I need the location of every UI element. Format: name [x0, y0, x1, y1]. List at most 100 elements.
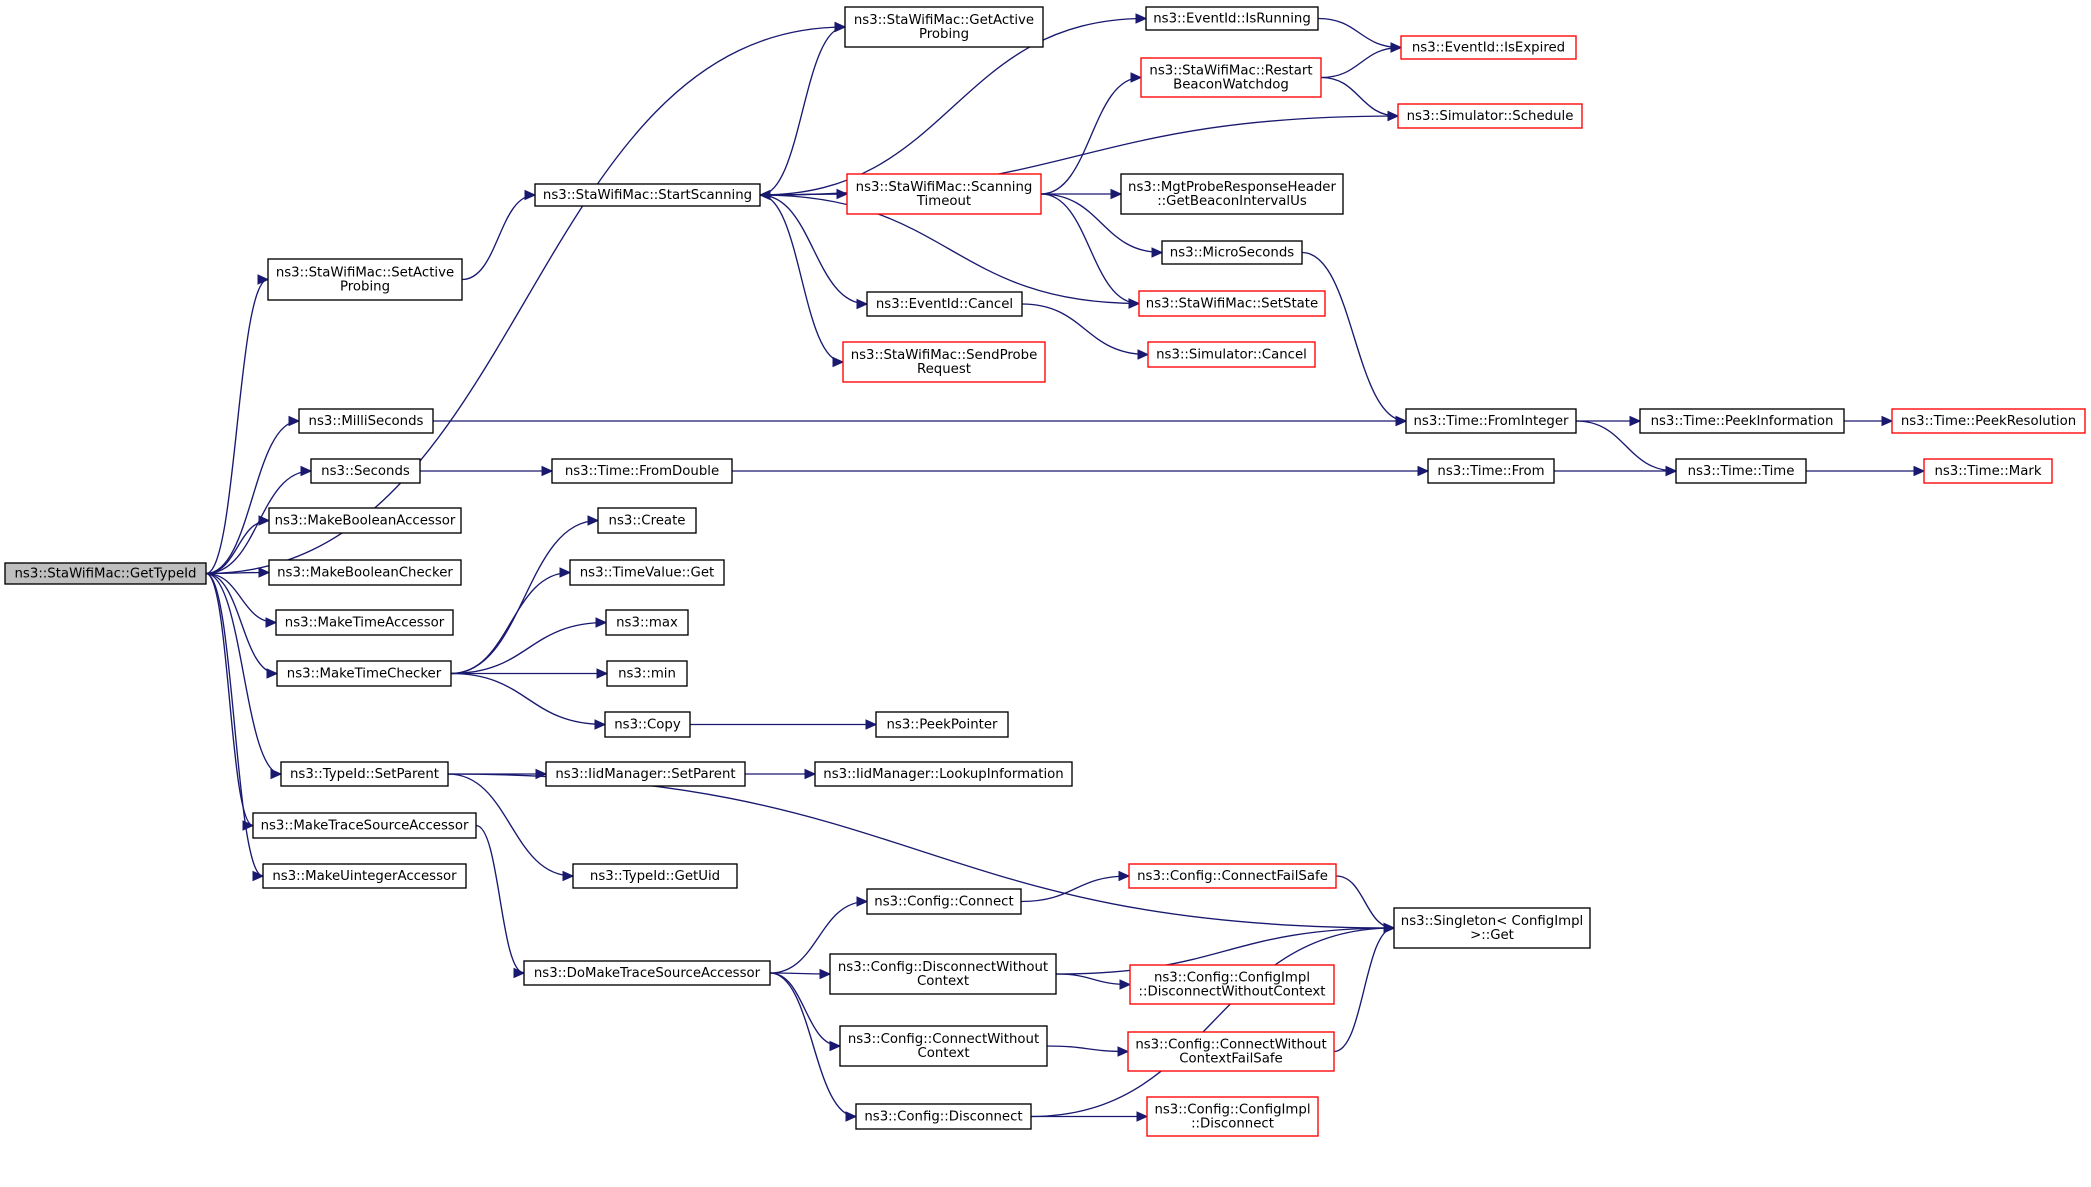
node-label: ns3::StaWifiMac::SetState	[1146, 297, 1318, 312]
edge-cfgConnectWithout-to-cfgConnectWithoutFailSafe	[1046, 1045, 1130, 1057]
edge-line	[759, 26, 846, 196]
edge-cfgDisconnectWithout-to-cfgImplDisconnectWithout	[1055, 973, 1132, 990]
node-iidLookup[interactable]: ns3::IidManager::LookupInformation	[814, 761, 1073, 787]
node-label: ns3::Config::ConnectFailSafe	[1137, 869, 1328, 884]
node-timeFrom[interactable]: ns3::Time::From	[1427, 458, 1555, 484]
node-simCancel[interactable]: ns3::Simulator::Cancel	[1147, 341, 1316, 368]
node-seconds[interactable]: ns3::Seconds	[310, 458, 421, 484]
node-startScanning[interactable]: ns3::StaWifiMac::StartScanning	[534, 183, 761, 207]
node-max[interactable]: ns3::max	[605, 609, 689, 636]
node-cfgDisconnectWithout[interactable]: ns3::Config::DisconnectWithoutContext	[829, 953, 1057, 995]
node-label: ns3::Time::FromDouble	[565, 464, 719, 479]
node-makeBoolAccessor[interactable]: ns3::MakeBooleanAccessor	[268, 507, 462, 534]
node-peekResolution[interactable]: ns3::Time::PeekResolution	[1891, 408, 2086, 434]
node-fromInteger[interactable]: ns3::Time::FromInteger	[1405, 408, 1577, 434]
node-box	[875, 711, 1009, 738]
node-mgtProbe[interactable]: ns3::MgtProbeResponseHeader::GetBeaconIn…	[1120, 173, 1344, 215]
edge-line	[461, 194, 536, 281]
edge-scanningTimeout-to-restartBeacon	[1040, 72, 1143, 195]
arrowhead	[819, 968, 832, 980]
node-label: ns3::PeekPointer	[886, 718, 998, 733]
node-label: ns3::StaWifiMac::Scanning	[856, 180, 1033, 195]
node-label: ns3::DoMakeTraceSourceAccessor	[534, 966, 761, 981]
edge-makeTraceSource-to-doMakeTrace	[475, 824, 526, 979]
node-eventCancel[interactable]: ns3::EventId::Cancel	[866, 291, 1023, 317]
node-fromDouble[interactable]: ns3::Time::FromDouble	[551, 458, 733, 484]
node-box	[276, 660, 452, 687]
node-makeBoolChecker[interactable]: ns3::MakeBooleanChecker	[268, 559, 462, 586]
node-typeIdSetParent[interactable]: ns3::TypeId::SetParent	[280, 761, 449, 787]
node-box	[1405, 408, 1577, 434]
node-min[interactable]: ns3::min	[606, 660, 688, 687]
edge-line	[1030, 927, 1395, 1118]
edge-line	[1020, 875, 1130, 903]
node-eventIsExpired[interactable]: ns3::EventId::IsExpired	[1400, 35, 1577, 60]
node-makeTimeAccessor[interactable]: ns3::MakeTimeAccessor	[275, 609, 454, 636]
arrowhead	[266, 668, 279, 679]
node-box	[839, 1025, 1048, 1067]
node-cfgConnectFailSafe[interactable]: ns3::Config::ConnectFailSafe	[1128, 863, 1337, 889]
node-cfgDisconnect[interactable]: ns3::Config::Disconnect	[855, 1103, 1032, 1130]
edge-line	[759, 17, 1147, 196]
node-cfgImplDisconnectWithout[interactable]: ns3::Config::ConfigImpl::DisconnectWitho…	[1129, 964, 1335, 1005]
node-timeValueGet[interactable]: ns3::TimeValue::Get	[569, 559, 725, 586]
edge-iidSetParent-to-iidLookup	[744, 768, 817, 780]
arrowhead	[1383, 922, 1396, 934]
node-label: ns3::Copy	[614, 718, 681, 733]
node-peekPointer[interactable]: ns3::PeekPointer	[875, 711, 1009, 738]
node-timeMark[interactable]: ns3::Time::Mark	[1923, 458, 2053, 484]
node-label: Probing	[919, 27, 969, 42]
node-makeTimeChecker[interactable]: ns3::MakeTimeChecker	[276, 660, 452, 687]
node-makeTraceSource[interactable]: ns3::MakeTraceSourceAccessor	[252, 812, 477, 839]
node-iidSetParent[interactable]: ns3::IidManager::SetParent	[545, 761, 746, 787]
node-doMakeTrace[interactable]: ns3::DoMakeTraceSourceAccessor	[523, 960, 771, 986]
node-label: ns3::Time::Mark	[1934, 464, 2041, 479]
node-root[interactable]: ns3::StaWifiMac::GetTypeId	[4, 562, 207, 585]
edge-doMakeTrace-to-cfgConnect	[769, 896, 869, 974]
edge-line	[205, 572, 264, 877]
node-singletonGet[interactable]: ns3::Singleton< ConfigImpl >::Get	[1393, 907, 1591, 949]
node-box	[310, 458, 421, 484]
arrowhead	[300, 465, 313, 477]
node-timeTime[interactable]: ns3::Time::Time	[1675, 458, 1807, 484]
edge-doMakeTrace-to-cfgDisconnectWithout	[769, 968, 832, 980]
node-label: ns3::StaWifiMac::SendProbe	[851, 348, 1038, 363]
node-typeIdGetUid[interactable]: ns3::TypeId::GetUid	[572, 863, 738, 889]
node-setState[interactable]: ns3::StaWifiMac::SetState	[1138, 290, 1326, 317]
node-cfgConnectWithoutFailSafe[interactable]: ns3::Config::ConnectWithoutContextFailSa…	[1127, 1031, 1335, 1072]
node-create[interactable]: ns3::Create	[597, 507, 697, 534]
node-eventIsRunning[interactable]: ns3::EventId::IsRunning	[1145, 6, 1319, 31]
arrowhead	[559, 567, 572, 578]
node-cfgConnect[interactable]: ns3::Config::Connect	[866, 888, 1022, 915]
node-box	[1393, 907, 1591, 949]
node-box	[268, 559, 462, 586]
arrowhead	[265, 617, 278, 628]
node-box	[4, 562, 207, 585]
node-label: ns3::StaWifiMac::GetActive	[854, 13, 1034, 28]
edge-line	[205, 572, 254, 827]
node-simSchedule[interactable]: ns3::Simulator::Schedule	[1397, 103, 1583, 129]
node-label: ns3::StaWifiMac::SetActive	[276, 266, 454, 281]
node-box	[866, 888, 1022, 915]
node-label: Context	[917, 1046, 969, 1061]
node-cfgImplDisconnect[interactable]: ns3::Config::ConfigImpl::Disconnect	[1146, 1096, 1319, 1137]
node-microSeconds[interactable]: ns3::MicroSeconds	[1161, 240, 1303, 265]
node-makeUintAccessor[interactable]: ns3::MakeUintegerAccessor	[262, 863, 467, 889]
node-label: ns3::StaWifiMac::GetTypeId	[15, 567, 197, 582]
node-copy[interactable]: ns3::Copy	[604, 711, 691, 738]
arrowhead	[845, 1111, 858, 1122]
edge-root-to-makeTimeAccessor	[205, 572, 278, 628]
node-label: ns3::MicroSeconds	[1170, 246, 1294, 261]
node-label: ns3::Simulator::Schedule	[1407, 109, 1574, 124]
node-peekInformation[interactable]: ns3::Time::PeekInformation	[1639, 408, 1845, 434]
node-milliSeconds[interactable]: ns3::MilliSeconds	[298, 408, 434, 434]
arrowhead	[594, 719, 607, 730]
edge-restartBeacon-to-eventIsExpired	[1320, 42, 1403, 79]
node-label: ns3::Config::ConfigImpl	[1154, 971, 1310, 986]
